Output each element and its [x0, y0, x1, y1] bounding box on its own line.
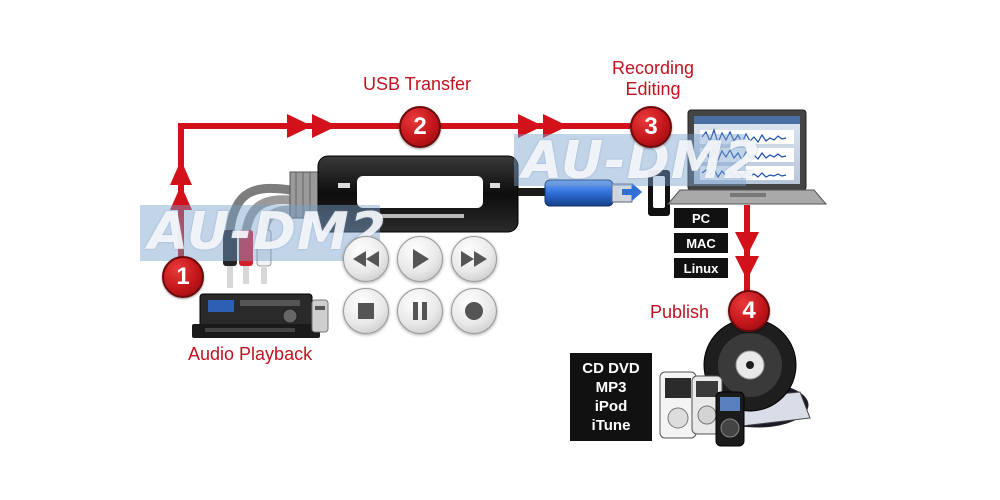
platform-mac: MAC [674, 233, 728, 253]
watermark-band-right [514, 134, 746, 186]
recording-label: Recording [611, 58, 695, 78]
arrow-up-1 [170, 160, 192, 185]
rca-cables [225, 183, 295, 237]
arrow-down-1 [735, 232, 759, 256]
laptop [666, 109, 828, 205]
record-icon [465, 302, 483, 320]
media-format-cd-dvd: CD DVD [582, 360, 640, 377]
audio-playback-label: Audio Playback [188, 344, 313, 364]
arrow-right-2 [312, 114, 337, 138]
step-badge-2: 2 [399, 106, 441, 148]
stop-button[interactable] [343, 288, 389, 334]
stereo-system [192, 293, 329, 338]
stop-icon [358, 303, 374, 319]
play-icon [413, 249, 429, 269]
editing-label: Editing [625, 79, 681, 99]
play-button[interactable] [397, 236, 443, 282]
usb-transfer-label: USB Transfer [363, 74, 472, 94]
usb-port [648, 170, 670, 216]
step-badge-3: 3 [630, 106, 672, 148]
arrow-right-3 [518, 114, 543, 138]
fast-forward-icon [461, 251, 487, 267]
pause-icon [413, 302, 427, 320]
fast-forward-button[interactable] [451, 236, 497, 282]
rewind-icon [353, 251, 379, 267]
recording-editing-label: Recording Editing [598, 58, 708, 100]
arrow-right-4 [543, 114, 568, 138]
usb-arrow [622, 183, 642, 201]
step-badge-4: 4 [728, 290, 770, 332]
usb-converter-device [289, 155, 519, 233]
rca-plugs [223, 229, 272, 288]
pause-button[interactable] [397, 288, 443, 334]
platform-linux: Linux [674, 258, 728, 278]
publish-label: Publish [650, 302, 710, 322]
platform-pc: PC [674, 208, 728, 228]
arrow-right-1 [287, 114, 312, 138]
rewind-button[interactable] [343, 236, 389, 282]
media-format-ipod: iPod [594, 398, 628, 415]
path-source-to-top [178, 123, 640, 262]
media-format-itune: iTune [591, 417, 631, 434]
watermark-band-left [140, 205, 380, 261]
media-format-mp3: MP3 [595, 379, 627, 396]
record-button[interactable] [451, 288, 497, 334]
step-badge-1: 1 [162, 256, 204, 298]
disc-and-players [659, 318, 811, 447]
arrow-up-2 [170, 185, 192, 210]
media-formats-box: CD DVD MP3 iPod iTune [570, 353, 652, 441]
arrow-down-2 [735, 256, 759, 280]
